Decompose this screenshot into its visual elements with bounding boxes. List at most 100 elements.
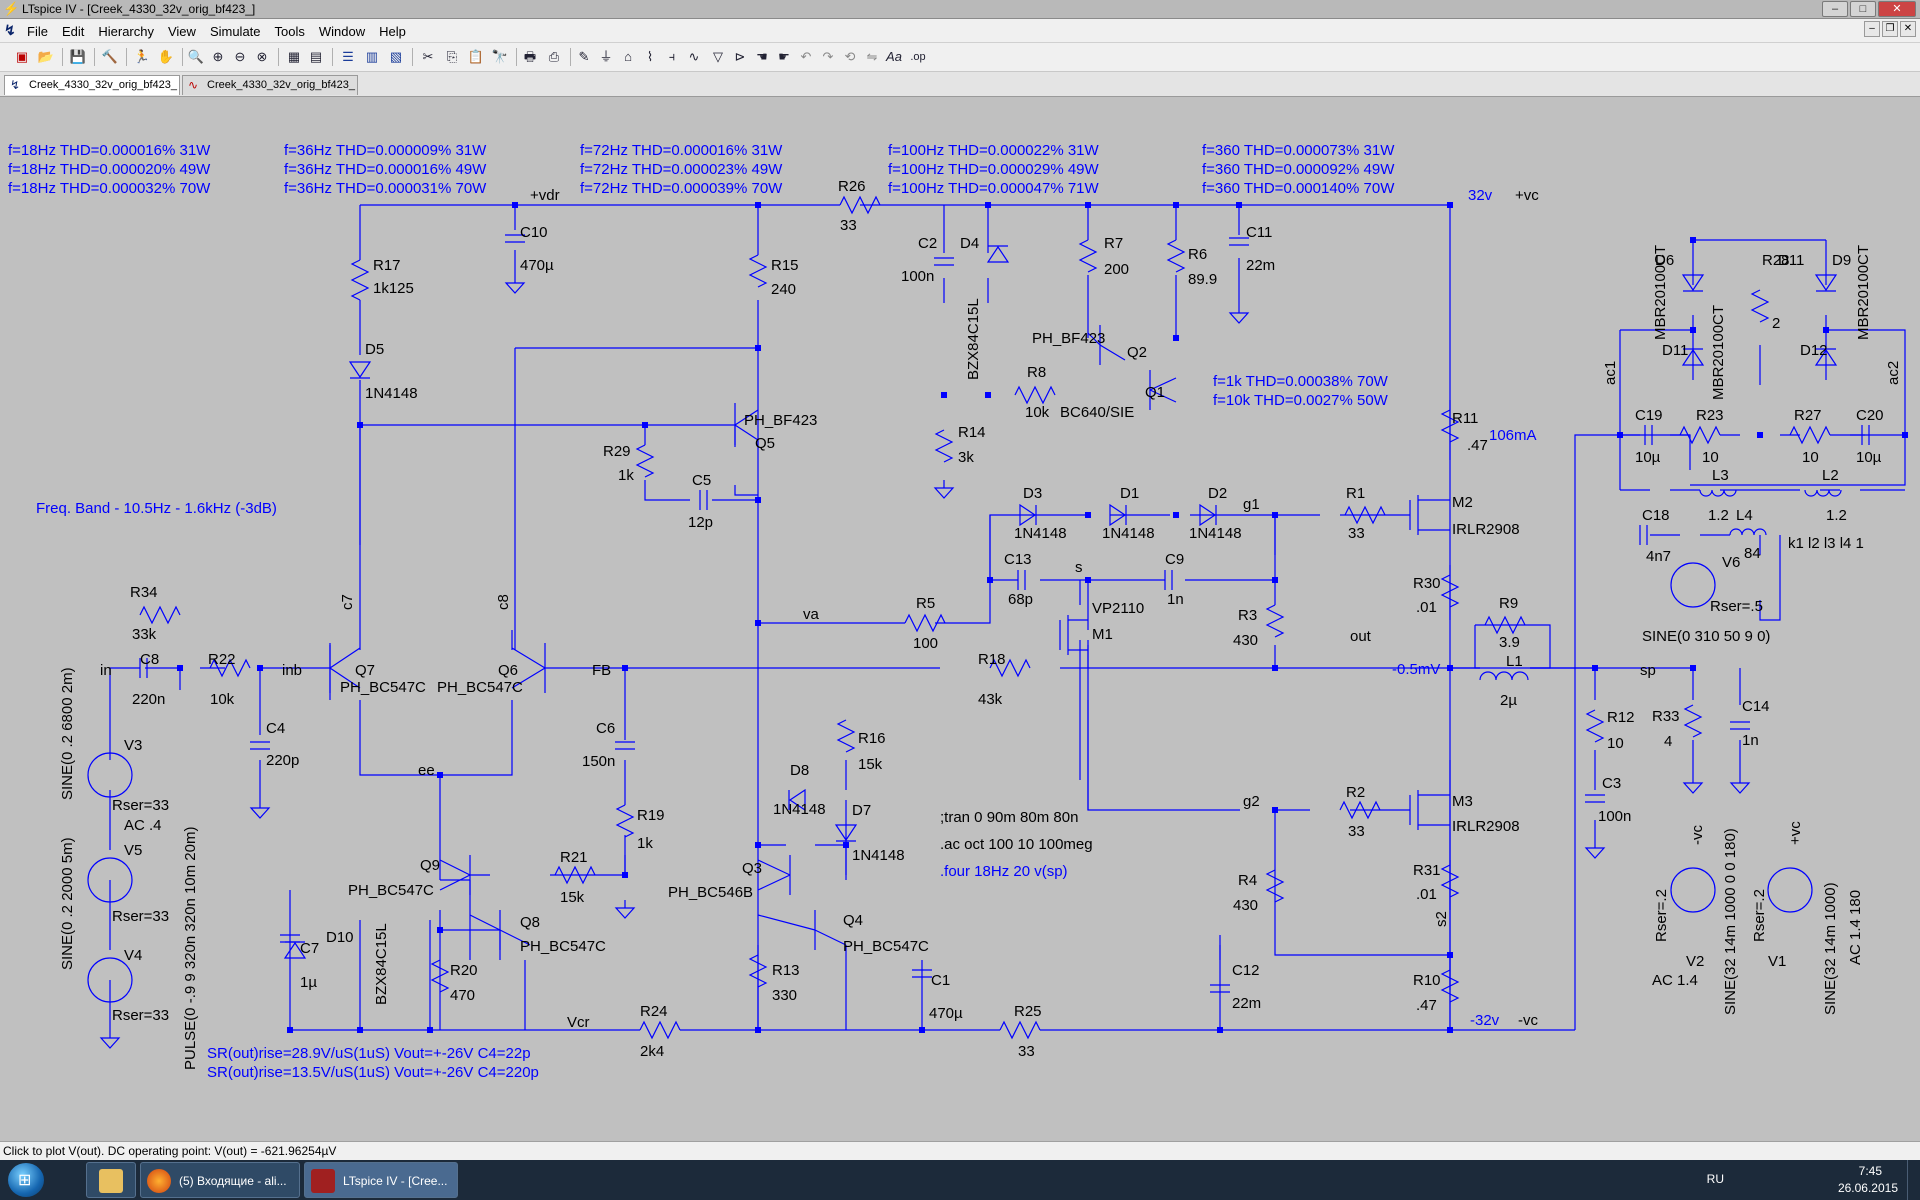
find-icon[interactable]: 🔭 xyxy=(491,49,509,64)
resistor-icon[interactable]: ⌇ xyxy=(646,49,654,64)
svg-text:PH_BC547C: PH_BC547C xyxy=(437,679,523,696)
svg-text:Q9: Q9 xyxy=(420,857,440,874)
close-button[interactable]: ✕ xyxy=(1878,1,1916,17)
print-icon[interactable]: ⎙ xyxy=(548,49,560,64)
capacitor-icon[interactable]: ⫞ xyxy=(668,49,676,64)
transistor-q4 xyxy=(757,910,847,950)
diode-icon[interactable]: ▽ xyxy=(713,49,723,64)
ground-icon[interactable]: ⏚ xyxy=(599,49,613,64)
drag-hand-icon[interactable]: ☛ xyxy=(778,49,790,64)
svg-text:R9: R9 xyxy=(1499,595,1518,612)
transistor-q5 xyxy=(734,403,759,447)
start-button[interactable]: ⊞ xyxy=(8,1163,44,1197)
svg-text:sp: sp xyxy=(1640,662,1656,679)
move-hand-icon[interactable]: ☚ xyxy=(756,49,768,64)
explorer-task[interactable] xyxy=(86,1162,136,1198)
tab-waveform[interactable]: ∿ Creek_4330_32v_orig_bf423_ xyxy=(182,75,358,95)
menu-help[interactable]: Help xyxy=(379,24,406,39)
redo-icon[interactable]: ↷ xyxy=(822,49,834,64)
save-icon[interactable]: 💾 xyxy=(69,49,87,64)
svg-text:C9: C9 xyxy=(1165,551,1184,568)
component-icon[interactable]: ⊳ xyxy=(734,49,746,64)
svg-text:-0.5mV: -0.5mV xyxy=(1392,661,1440,678)
svg-text:out: out xyxy=(1350,628,1372,645)
svg-text:22m: 22m xyxy=(1232,995,1261,1012)
cut-icon[interactable]: ✂ xyxy=(422,49,434,64)
clock-date[interactable]: 26.06.2015 xyxy=(1837,1181,1898,1195)
svg-text:1N4148: 1N4148 xyxy=(1189,525,1242,542)
text-icon[interactable]: Aa xyxy=(886,49,902,64)
transistor-q6 xyxy=(511,643,546,693)
thd-36hz-70w: f=36Hz THD=0.000031% 70W xyxy=(284,180,487,197)
cascade-icon[interactable]: ▧ xyxy=(389,49,403,64)
tile-vertical-icon[interactable]: ▥ xyxy=(365,49,379,64)
menu-tools[interactable]: Tools xyxy=(274,24,305,39)
svg-text:Rser=.2: Rser=.2 xyxy=(1653,889,1670,942)
mdi-close-button[interactable]: ✕ xyxy=(1900,21,1916,37)
open-folder-icon[interactable]: 📂 xyxy=(37,49,55,64)
clock-time[interactable]: 7:45 xyxy=(1858,1164,1882,1178)
firefox-task[interactable]: (5) Входящие - ali... xyxy=(140,1162,300,1198)
svg-text:33: 33 xyxy=(1018,1043,1035,1060)
rotate-icon[interactable]: ⟲ xyxy=(844,49,856,64)
draw-wire-icon[interactable]: ✎ xyxy=(578,49,590,64)
control-panel-icon[interactable]: 🔨 xyxy=(101,49,119,64)
svg-text:AC 1.4 180: AC 1.4 180 xyxy=(1847,890,1864,965)
svg-text:R12: R12 xyxy=(1607,709,1635,726)
tab-schematic[interactable]: ↯ Creek_4330_32v_orig_bf423_ xyxy=(4,75,180,95)
schematic-icon: ↯ xyxy=(10,78,21,92)
paste-icon[interactable]: 📋 xyxy=(467,49,485,64)
mdi-minimize-button[interactable]: – xyxy=(1864,21,1880,37)
menu-hierarchy[interactable]: Hierarchy xyxy=(98,24,154,39)
inductor-icon[interactable]: ∿ xyxy=(688,49,700,64)
schematic-drawing[interactable]: f=18Hz THD=0.000016% 31W f=18Hz THD=0.00… xyxy=(0,97,1920,1141)
menu-simulate[interactable]: Simulate xyxy=(209,24,261,39)
maximize-button[interactable]: □ xyxy=(1850,1,1876,17)
schematic-canvas[interactable]: f=18Hz THD=0.000016% 31W f=18Hz THD=0.00… xyxy=(0,97,1920,1141)
tile-horizontal-icon[interactable]: ☰ xyxy=(342,49,354,64)
thd-72hz-49w: f=72Hz THD=0.000023% 49W xyxy=(580,161,783,178)
halt-icon[interactable]: ✋ xyxy=(157,49,175,64)
show-desktop-button[interactable] xyxy=(1907,1160,1920,1200)
ltspice-task[interactable]: LTspice IV - [Cree... xyxy=(304,1162,458,1198)
svg-text:Q7: Q7 xyxy=(355,662,375,679)
spice-directive-icon[interactable]: .op xyxy=(910,51,926,63)
run-icon[interactable]: 🏃 xyxy=(133,49,151,64)
svg-text:Q4: Q4 xyxy=(843,912,863,929)
document-tabs: ↯ Creek_4330_32v_orig_bf423_ ∿ Creek_433… xyxy=(0,72,1920,97)
svg-text:1n: 1n xyxy=(1742,732,1759,749)
mirror-icon[interactable]: ⇋ xyxy=(866,49,878,64)
autoscale-icon[interactable]: ▦ xyxy=(287,49,301,64)
minimize-button[interactable]: – xyxy=(1822,1,1848,17)
svg-text:C3: C3 xyxy=(1602,775,1621,792)
svg-text:IRLR2908: IRLR2908 xyxy=(1452,818,1520,835)
zoom-in-icon[interactable]: 🔍 xyxy=(187,49,205,64)
svg-text:100n: 100n xyxy=(1598,808,1631,825)
menu-window[interactable]: Window xyxy=(318,24,366,39)
language-indicator[interactable]: RU xyxy=(1706,1172,1724,1186)
resistor-r18 xyxy=(989,658,1031,678)
delete-traces-icon[interactable]: ▤ xyxy=(309,49,323,64)
menu-file[interactable]: File xyxy=(27,24,48,39)
svg-text:470µ: 470µ xyxy=(929,1005,963,1022)
svg-text:Q6: Q6 xyxy=(498,662,518,679)
svg-text:c8: c8 xyxy=(495,594,512,610)
print-preview-icon[interactable]: 🖶 xyxy=(523,49,537,64)
svg-text:R8: R8 xyxy=(1027,364,1046,381)
resistor-r13 xyxy=(748,954,768,988)
pan-icon[interactable]: ⊕ xyxy=(212,49,224,64)
zoom-out-icon[interactable]: ⊖ xyxy=(234,49,246,64)
capacitor-c18 xyxy=(1639,525,1648,545)
menu-edit[interactable]: Edit xyxy=(61,24,85,39)
label-net-icon[interactable]: ⌂ xyxy=(624,49,632,64)
resistor-r20 xyxy=(430,959,450,993)
new-schematic-icon[interactable]: ▣ xyxy=(15,49,29,64)
undo-icon[interactable]: ↶ xyxy=(800,49,812,64)
svg-text:L1: L1 xyxy=(1506,653,1523,670)
mdi-restore-button[interactable]: ❐ xyxy=(1882,21,1898,37)
copy-icon[interactable]: ⎘ xyxy=(446,49,458,64)
zoom-fit-icon[interactable]: ⊗ xyxy=(256,49,268,64)
menu-view[interactable]: View xyxy=(167,24,196,39)
document-icon[interactable]: ↯ xyxy=(4,22,16,38)
svg-text:MBR20100CT: MBR20100CT xyxy=(1855,245,1872,340)
